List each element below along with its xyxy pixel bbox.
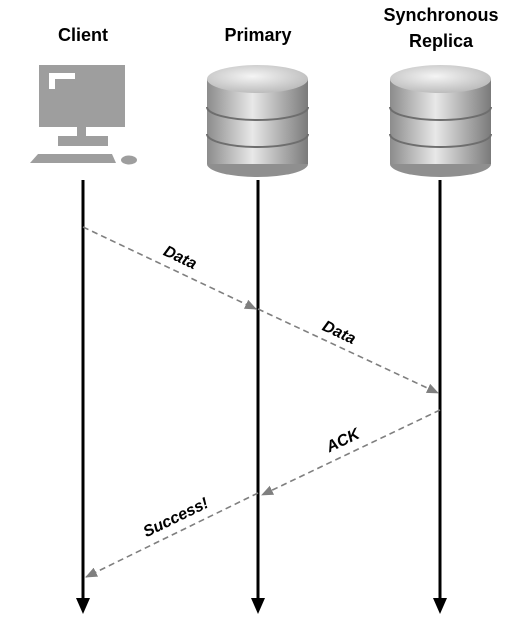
message-client-to-primary: Data: [82, 226, 257, 310]
actor-label-client: Client: [58, 25, 108, 45]
desktop-computer-icon: [30, 65, 137, 165]
lifeline-primary: [251, 180, 265, 614]
message-replica-to-primary: ACK: [261, 409, 441, 496]
database-icon: [206, 65, 309, 177]
actor-label-replica-line2: Replica: [409, 31, 474, 51]
message-label-data-2: Data: [320, 318, 359, 348]
message-label-data-1: Data: [161, 243, 200, 273]
actor-label-primary: Primary: [224, 25, 291, 45]
database-icon: [389, 65, 492, 177]
message-label-ack: ACK: [323, 425, 364, 456]
lifeline-client: [76, 180, 90, 614]
message-primary-to-replica: Data: [257, 308, 439, 394]
lifeline-replica: [433, 180, 447, 614]
message-primary-to-client: Success!: [85, 492, 259, 578]
message-label-success: Success!: [141, 495, 212, 541]
actor-label-replica-line1: Synchronous: [383, 5, 498, 25]
